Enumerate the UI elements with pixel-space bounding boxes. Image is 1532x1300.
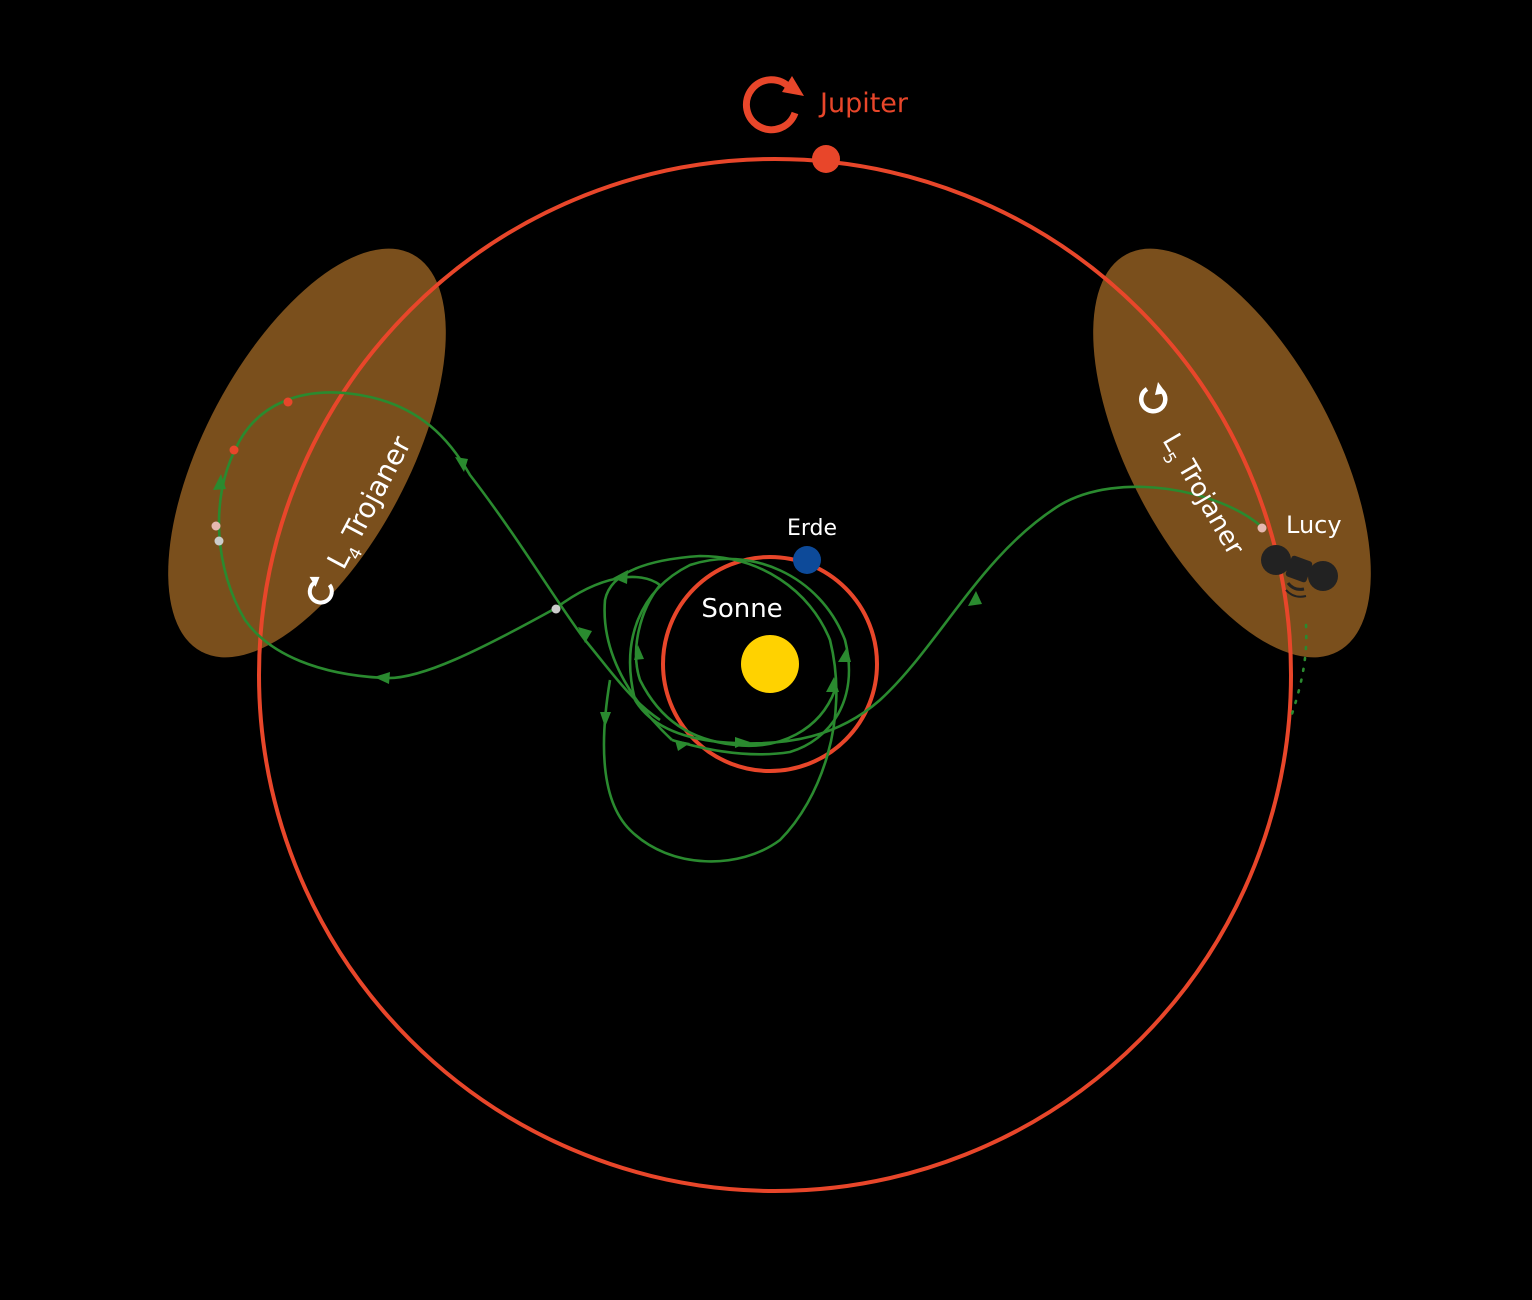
arrow-marker — [613, 570, 628, 584]
jupiter-label: Jupiter — [818, 88, 909, 119]
encounter-marker — [214, 536, 224, 546]
arrow-marker — [968, 591, 982, 606]
trajectory-arrows — [213, 457, 982, 751]
jupiter-rotation-icon — [742, 76, 804, 134]
arrow-marker — [735, 737, 750, 748]
arrow-marker — [578, 627, 592, 643]
earth — [793, 546, 821, 574]
jupiter — [812, 145, 840, 173]
sun-label: Sonne — [701, 594, 782, 624]
arrow-marker — [600, 712, 611, 727]
arrow-marker — [675, 740, 690, 751]
lucy-spacecraft-icon — [1261, 545, 1338, 598]
encounter-marker — [1257, 523, 1267, 533]
encounter-marker — [211, 521, 221, 531]
trajectory-inner-cross — [634, 584, 837, 748]
l5-rotation-icon — [1139, 382, 1168, 414]
arrow-marker — [455, 457, 468, 472]
trajectory-dotted-extension — [1288, 623, 1308, 722]
encounter-marker — [283, 397, 293, 407]
trajectory-inner-loop-b — [602, 554, 838, 863]
arrow-marker — [838, 647, 851, 662]
arrow-marker — [826, 677, 839, 692]
arrow-marker — [374, 672, 390, 684]
l4-rotation-icon — [307, 576, 334, 605]
arrow-marker — [634, 645, 644, 660]
encounter-markers — [211, 397, 1267, 614]
earth-label: Erde — [787, 516, 837, 541]
jupiter-orbit — [257, 157, 1293, 1193]
lucy-label: Lucy — [1286, 511, 1342, 539]
earth-orbit — [661, 555, 879, 773]
arrow-marker — [213, 474, 226, 490]
encounter-marker — [551, 604, 561, 614]
l5-trojan-cloud — [1093, 248, 1371, 658]
sun — [741, 635, 799, 693]
encounter-marker — [229, 445, 239, 455]
